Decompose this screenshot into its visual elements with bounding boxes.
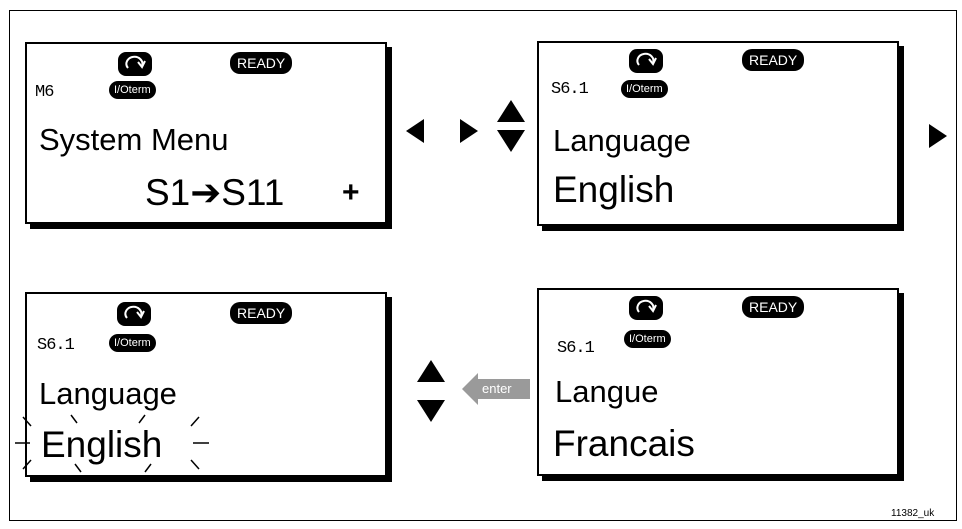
keypad-display-langue: READY S6.1 I/Oterm Langue Francais [537, 288, 899, 476]
rotate-icon [629, 296, 663, 320]
plus-indicator: + [342, 176, 360, 209]
rotate-icon [117, 302, 151, 326]
ready-badge: READY [230, 52, 293, 74]
menu-code: S6.1 [37, 336, 75, 355]
ioterm-badge: I/Oterm [109, 81, 156, 99]
display-line-2: Francais [553, 423, 695, 464]
display-line-1: Language [39, 376, 177, 411]
ioterm-badge: I/Oterm [621, 80, 668, 98]
enter-label: enter [482, 381, 512, 396]
right-arrow-icon [460, 119, 478, 143]
down-arrow-icon [497, 130, 525, 152]
rotate-icon [629, 49, 663, 73]
menu-code: S6.1 [557, 339, 595, 358]
display-line-2: English [553, 169, 675, 210]
rotate-icon [118, 52, 152, 76]
diagram-frame [9, 10, 957, 521]
keypad-display-system-menu: READY M6 I/Oterm System Menu S1➔S11 + [25, 42, 387, 224]
ready-badge: READY [230, 302, 293, 324]
display-line-1: Language [553, 123, 691, 158]
keypad-display-language-editing: READY S6.1 I/Oterm Language English [15, 292, 387, 477]
display-line-2-blinking: English [41, 424, 163, 465]
ioterm-badge: I/Oterm [624, 330, 671, 348]
ready-badge: READY [742, 296, 805, 318]
up-arrow-icon [417, 360, 445, 382]
ready-badge: READY [742, 49, 805, 71]
ioterm-badge: I/Oterm [109, 334, 156, 352]
right-arrow-icon [929, 124, 947, 148]
figure-id: 11382_uk [891, 508, 935, 519]
keypad-display-language: READY S6.1 I/Oterm Language English [537, 41, 899, 226]
down-arrow-icon [417, 400, 445, 422]
display-line-2: S1➔S11 [145, 172, 285, 213]
menu-code: M6 [35, 83, 54, 102]
left-arrow-icon [406, 119, 424, 143]
up-arrow-icon [497, 100, 525, 122]
enter-arrow-icon [462, 373, 530, 405]
blink-marks-icon [15, 414, 209, 473]
display-line-1: System Menu [39, 122, 229, 157]
menu-code: S6.1 [551, 80, 589, 99]
display-line-1: Langue [555, 374, 659, 409]
